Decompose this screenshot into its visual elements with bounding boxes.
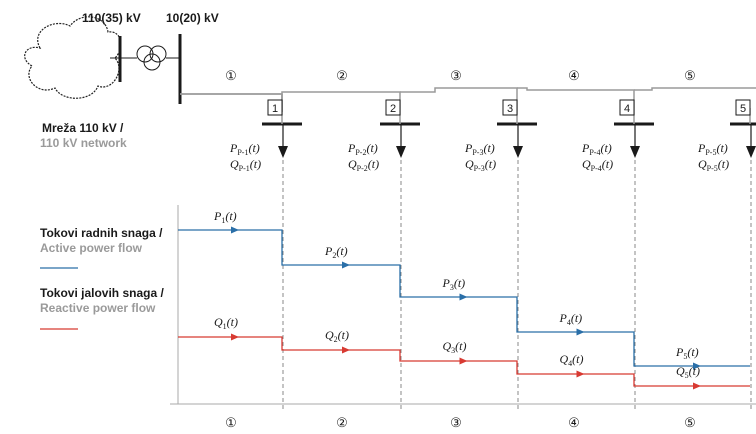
reactive-power-flow-line — [178, 336, 750, 387]
section-number-top: ⑤ — [684, 68, 696, 83]
node-reactive-load-label: QP-4(t) — [582, 157, 613, 173]
node-number-box — [267, 99, 283, 116]
active-flow-label: P1(t) — [213, 209, 237, 225]
flow-direction-arrow-icon — [576, 370, 585, 378]
section-number-bottom: ③ — [450, 415, 462, 430]
flow-direction-arrow-icon — [693, 362, 701, 370]
mv-voltage-label: 10(20) kV — [166, 11, 219, 25]
load-arrow-icon — [746, 146, 756, 158]
load-node: 3PP-3(t)QP-3(t) — [464, 99, 537, 173]
reactive-flow-label: Q5(t) — [676, 364, 700, 380]
flow-direction-arrow-icon — [342, 346, 350, 354]
active-power-flow-line — [178, 229, 750, 367]
section-number-top: ③ — [450, 68, 462, 83]
flow-direction-arrow-icon — [231, 226, 239, 234]
network-label-en: 110 kV network — [40, 136, 127, 150]
active-flow-label: P4(t) — [559, 311, 583, 327]
node-reactive-load-label: QP-3(t) — [465, 157, 496, 173]
feeder-line — [180, 87, 756, 108]
load-arrow-icon — [630, 146, 640, 158]
legend-active-label-en: Active power flow — [40, 241, 143, 255]
node-number-box — [735, 99, 751, 116]
node-number-box — [385, 99, 401, 116]
legend-reactive-label: Tokovi jalovih snaga / — [40, 286, 164, 300]
node-number: 3 — [507, 103, 513, 115]
section-number-top: ① — [225, 68, 237, 83]
flow-direction-arrow-icon — [576, 328, 585, 336]
reactive-flow-label: Q4(t) — [560, 352, 584, 368]
node-number: 4 — [624, 103, 630, 115]
section-number-top: ④ — [568, 68, 580, 83]
feeder-section-1 — [180, 93, 283, 112]
load-node: 4PP-4(t)QP-4(t) — [581, 99, 654, 173]
node-number-box — [619, 99, 635, 116]
node-active-load-label: PP-2(t) — [347, 141, 378, 157]
flow-direction-arrow-icon — [231, 333, 239, 341]
node-reactive-load-label: QP-2(t) — [348, 157, 379, 173]
section-number-bottom: ② — [336, 415, 348, 430]
node-number-box — [502, 99, 518, 116]
active-flow-label: P2(t) — [324, 244, 348, 260]
section-numbers-top: ① ② ③ ④ ⑤ — [225, 68, 696, 83]
load-node: 5PP-5(t)QP-5(t) — [697, 99, 756, 173]
node-separators — [282, 160, 752, 412]
legend-reactive-label-en: Reactive power flow — [40, 301, 156, 315]
flow-direction-arrow-icon — [459, 293, 468, 301]
transformer-icon — [120, 45, 180, 71]
load-arrow-icon — [513, 146, 523, 158]
flow-direction-arrow-icon — [693, 382, 701, 390]
section-number-bottom: ④ — [568, 415, 580, 430]
active-flow-label: P3(t) — [442, 276, 466, 292]
network-label: Mreža 110 kV / — [42, 121, 124, 135]
node-number: 1 — [272, 103, 278, 115]
hv-voltage-label: 110(35) kV — [82, 11, 141, 25]
node-number: 2 — [390, 103, 396, 115]
load-node: 2PP-2(t)QP-2(t) — [347, 99, 420, 173]
section-number-bottom: ⑤ — [684, 415, 696, 430]
load-nodes: 1PP-1(t)QP-1(t)2PP-2(t)QP-2(t)3PP-3(t)QP… — [229, 99, 756, 173]
reactive-flow-label: Q1(t) — [214, 315, 238, 331]
node-number: 5 — [740, 103, 746, 115]
power-flow-profiles: P1(t) P2(t) P3(t) P4(t) P5(t) Q1(t) Q2(t) Q3(t)… — [178, 209, 750, 390]
node-active-load-label: PP-3(t) — [464, 141, 495, 157]
node-reactive-load-label: QP-5(t) — [698, 157, 729, 173]
flow-direction-arrow-icon — [459, 357, 468, 365]
flow-direction-arrow-icon — [342, 261, 350, 269]
node-active-load-label: PP-4(t) — [581, 141, 612, 157]
node-active-load-label: PP-1(t) — [229, 141, 260, 157]
load-arrow-icon — [396, 146, 406, 158]
load-arrow-icon — [278, 146, 288, 158]
load-node: 1PP-1(t)QP-1(t) — [229, 99, 302, 173]
active-flow-label: P5(t) — [675, 345, 699, 361]
section-numbers-bottom: ① ② ③ ④ ⑤ — [225, 415, 696, 430]
section-number-bottom: ① — [225, 415, 237, 430]
section-number-top: ② — [336, 68, 348, 83]
node-reactive-load-label: QP-1(t) — [230, 157, 261, 173]
network-cloud-icon — [24, 16, 122, 99]
legend-active-label: Tokovi radnih snaga / — [40, 226, 163, 240]
node-active-load-label: PP-5(t) — [697, 141, 728, 157]
reactive-flow-label: Q2(t) — [325, 328, 349, 344]
reactive-flow-label: Q3(t) — [443, 339, 467, 355]
